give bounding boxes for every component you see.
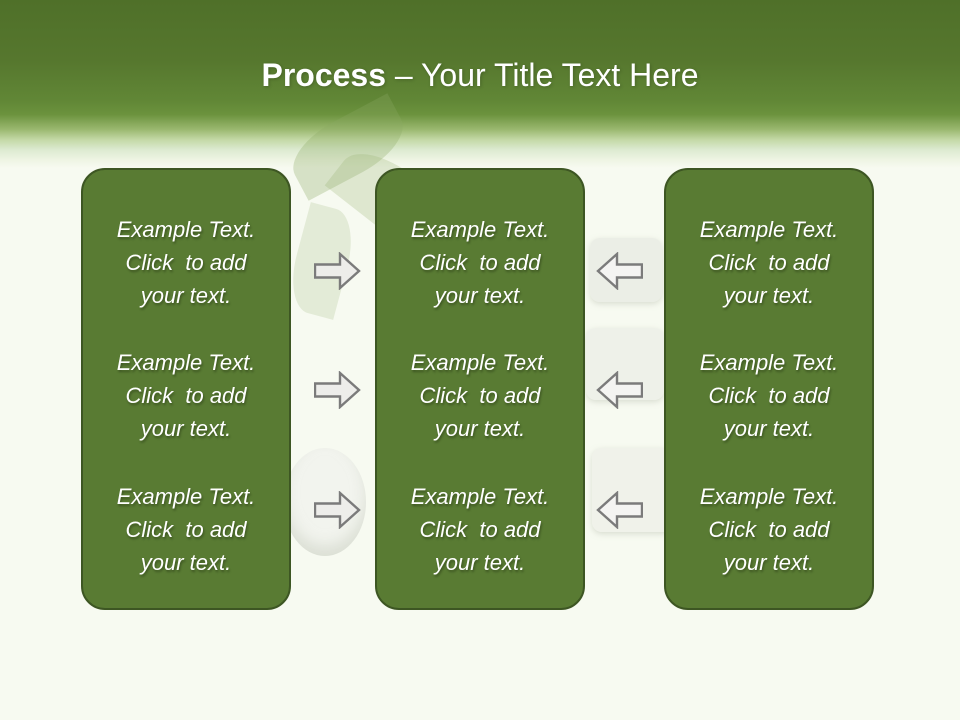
text-line: Click to add [708, 517, 830, 542]
text-placeholder-right-1[interactable]: Example Text. Click to add your text. [670, 213, 868, 312]
text-placeholder-middle-3[interactable]: Example Text. Click to add your text. [381, 480, 579, 579]
text-line: your text. [140, 283, 232, 308]
text-placeholder-middle-1[interactable]: Example Text. Click to add your text. [381, 213, 579, 312]
text-line: Click to add [708, 250, 830, 275]
header-band [0, 0, 960, 168]
title-emphasis: Process [261, 57, 387, 93]
text-line: Click to add [419, 383, 541, 408]
text-placeholder-right-2[interactable]: Example Text. Click to add your text. [670, 346, 868, 445]
text-line: your text. [723, 283, 815, 308]
text-line: Example Text. [699, 350, 839, 375]
text-line: Click to add [125, 517, 247, 542]
text-line: your text. [434, 416, 526, 441]
title-text: Your Title Text Here [421, 57, 699, 93]
text-line: Example Text. [699, 217, 839, 242]
text-line: Example Text. [410, 217, 550, 242]
text-line: your text. [723, 550, 815, 575]
process-box-left[interactable]: Example Text. Click to add your text. Ex… [81, 168, 291, 610]
arrow-right-icon [314, 371, 361, 409]
text-line: Click to add [419, 250, 541, 275]
text-placeholder-left-1[interactable]: Example Text. Click to add your text. [87, 213, 285, 312]
text-line: your text. [434, 283, 526, 308]
text-line: Example Text. [410, 350, 550, 375]
text-line: Example Text. [410, 484, 550, 509]
text-line: your text. [140, 550, 232, 575]
text-line: your text. [434, 550, 526, 575]
text-line: your text. [723, 416, 815, 441]
title-separator: – [386, 57, 422, 93]
text-placeholder-middle-2[interactable]: Example Text. Click to add your text. [381, 346, 579, 445]
text-placeholder-left-3[interactable]: Example Text. Click to add your text. [87, 480, 285, 579]
text-placeholder-right-3[interactable]: Example Text. Click to add your text. [670, 480, 868, 579]
text-line: Example Text. [116, 217, 256, 242]
text-placeholder-left-2[interactable]: Example Text. Click to add your text. [87, 346, 285, 445]
text-line: Click to add [125, 250, 247, 275]
arrow-left-icon [596, 371, 643, 409]
text-line: Click to add [419, 517, 541, 542]
text-line: Click to add [125, 383, 247, 408]
tablet-decoration [284, 448, 366, 556]
arrow-right-icon [314, 491, 361, 529]
process-box-middle[interactable]: Example Text. Click to add your text. Ex… [375, 168, 585, 610]
arrow-right-icon [314, 252, 361, 290]
page-title: Process – Your Title Text Here [0, 52, 960, 98]
text-line: Example Text. [116, 484, 256, 509]
text-line: Click to add [708, 383, 830, 408]
text-line: Example Text. [699, 484, 839, 509]
arrow-left-icon [596, 491, 643, 529]
process-box-right[interactable]: Example Text. Click to add your text. Ex… [664, 168, 874, 610]
text-line: Example Text. [116, 350, 256, 375]
arrow-left-icon [596, 252, 643, 290]
text-line: your text. [140, 416, 232, 441]
